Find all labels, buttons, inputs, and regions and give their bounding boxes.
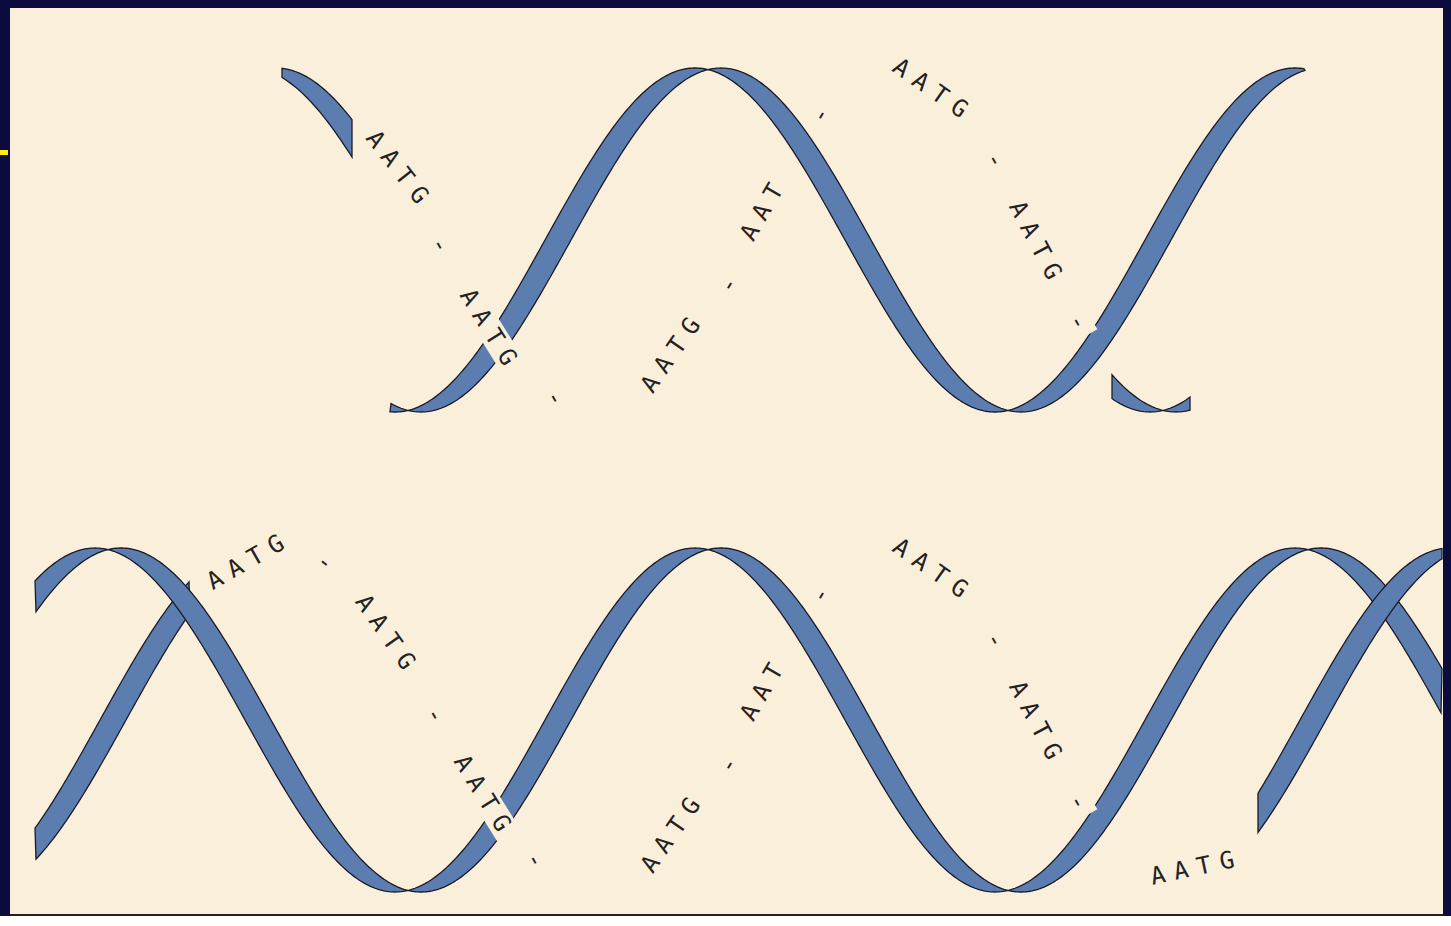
dna-strand bbox=[1258, 549, 1442, 833]
panel bbox=[10, 8, 1443, 915]
dna-strand bbox=[390, 68, 1305, 412]
dna-strand bbox=[282, 68, 352, 157]
dna-strand bbox=[35, 548, 1442, 892]
panel-edge bbox=[10, 914, 1443, 916]
dna-strand bbox=[35, 582, 190, 859]
bottom-margin bbox=[0, 916, 1451, 926]
ribbons bbox=[35, 68, 1442, 892]
marker-tick bbox=[0, 150, 8, 155]
dna-strand bbox=[1112, 375, 1190, 412]
